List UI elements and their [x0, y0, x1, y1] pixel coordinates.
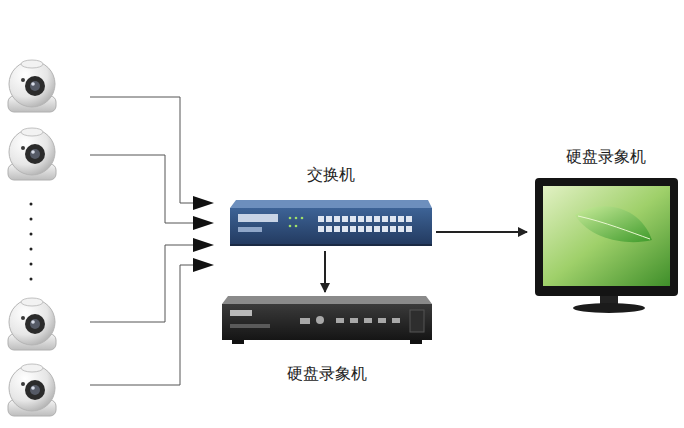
- ellipsis-dots: [30, 203, 33, 281]
- input-arrowheads: [193, 196, 214, 272]
- device-node: 硬盘录象机: [222, 294, 432, 386]
- device-node: 硬盘录象机: [530, 145, 682, 313]
- camera-icon: [8, 60, 56, 112]
- camera-icon: [8, 364, 56, 416]
- dvr-illustration: [222, 296, 432, 344]
- camera-wires: [90, 97, 195, 385]
- arrow-connector: [324, 251, 326, 292]
- device-label: 硬盘录象机: [222, 364, 432, 384]
- arrow-connector: [436, 231, 527, 233]
- camera-icon: [8, 298, 56, 350]
- device-label: 交换机: [230, 165, 432, 185]
- camera-icon: [8, 128, 56, 180]
- cameras: [8, 60, 56, 416]
- device-label: 硬盘录象机: [530, 147, 682, 167]
- monitor-illustration: [535, 178, 678, 313]
- device-node: 交换机: [230, 163, 432, 249]
- switch-illustration: [230, 200, 432, 246]
